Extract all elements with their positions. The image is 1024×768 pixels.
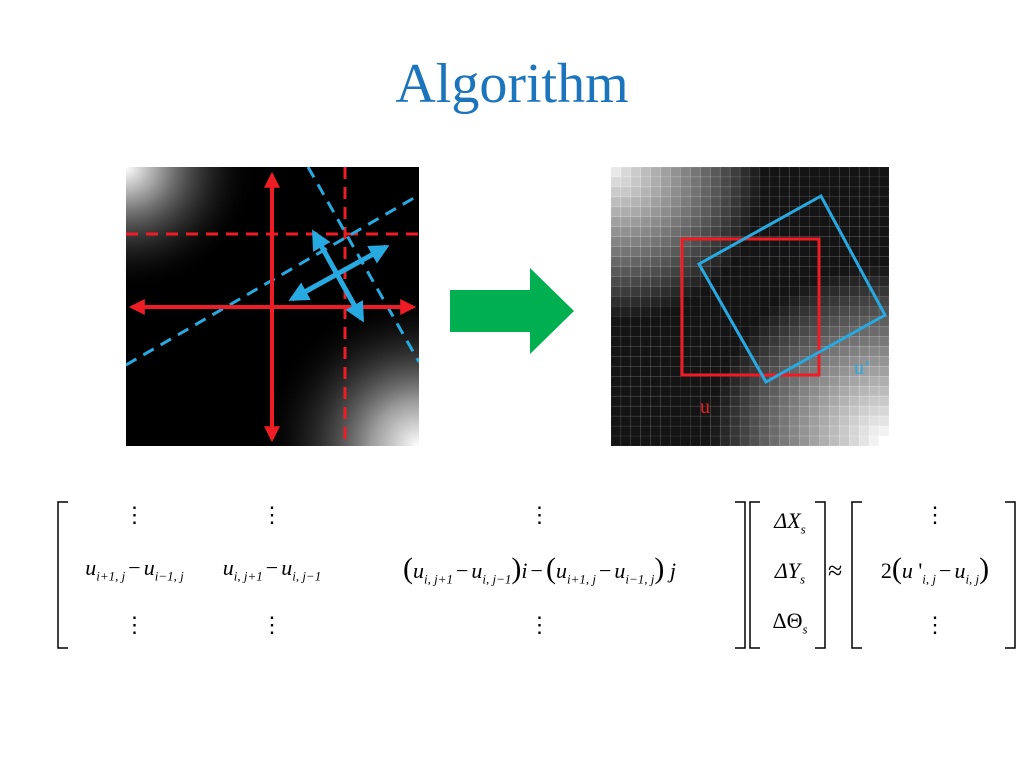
approx-sign: ≈	[828, 556, 843, 585]
equation: ⋮ ⋮ ⋮ ui+1, j−ui−1, j ui, j+1−ui, j−1 (u…	[50, 490, 1020, 660]
residual-vector: ⋮ 2(u 'i, j−ui, j) ⋮	[860, 490, 1010, 650]
vdots: ⋮	[528, 502, 551, 527]
label-u-prime: u’	[854, 357, 871, 379]
u-prime-square	[696, 193, 888, 385]
vdots: ⋮	[123, 612, 146, 637]
right-arrow-icon	[450, 268, 574, 354]
vdots: ⋮	[924, 502, 946, 527]
vdots: ⋮	[261, 612, 283, 637]
delta-y: ΔYs	[774, 558, 806, 587]
right-grid-image: u u’	[611, 167, 889, 446]
matrix-entry-1: ui+1, j−ui−1, j	[85, 555, 184, 584]
parameter-vector: ΔXs ΔYs ΔΘs	[755, 498, 825, 648]
vdots: ⋮	[924, 612, 946, 637]
delta-theta: ΔΘs	[772, 608, 808, 637]
blue-dashed-line-2	[306, 167, 419, 363]
jacobian-matrix: ⋮ ⋮ ⋮ ui+1, j−ui−1, j ui, j+1−ui, j−1 (u…	[62, 490, 742, 650]
vdots: ⋮	[528, 612, 551, 637]
delta-x: ΔXs	[774, 508, 806, 537]
u-square	[680, 237, 821, 377]
matrix-entry-2: ui, j+1−ui, j−1	[222, 555, 322, 584]
slide-title: Algorithm	[395, 53, 629, 115]
label-u: u	[700, 396, 710, 418]
residual-entry: 2(u 'i, j−ui, j)	[880, 552, 990, 587]
matrix-entry-3: (ui, j+1−ui, j−1)i−(ui+1, j−ui−1, j) j	[402, 552, 676, 587]
blue-arrow-2	[311, 229, 365, 323]
left-gradient-image	[126, 167, 419, 446]
vdots: ⋮	[123, 502, 146, 527]
vdots: ⋮	[261, 502, 283, 527]
